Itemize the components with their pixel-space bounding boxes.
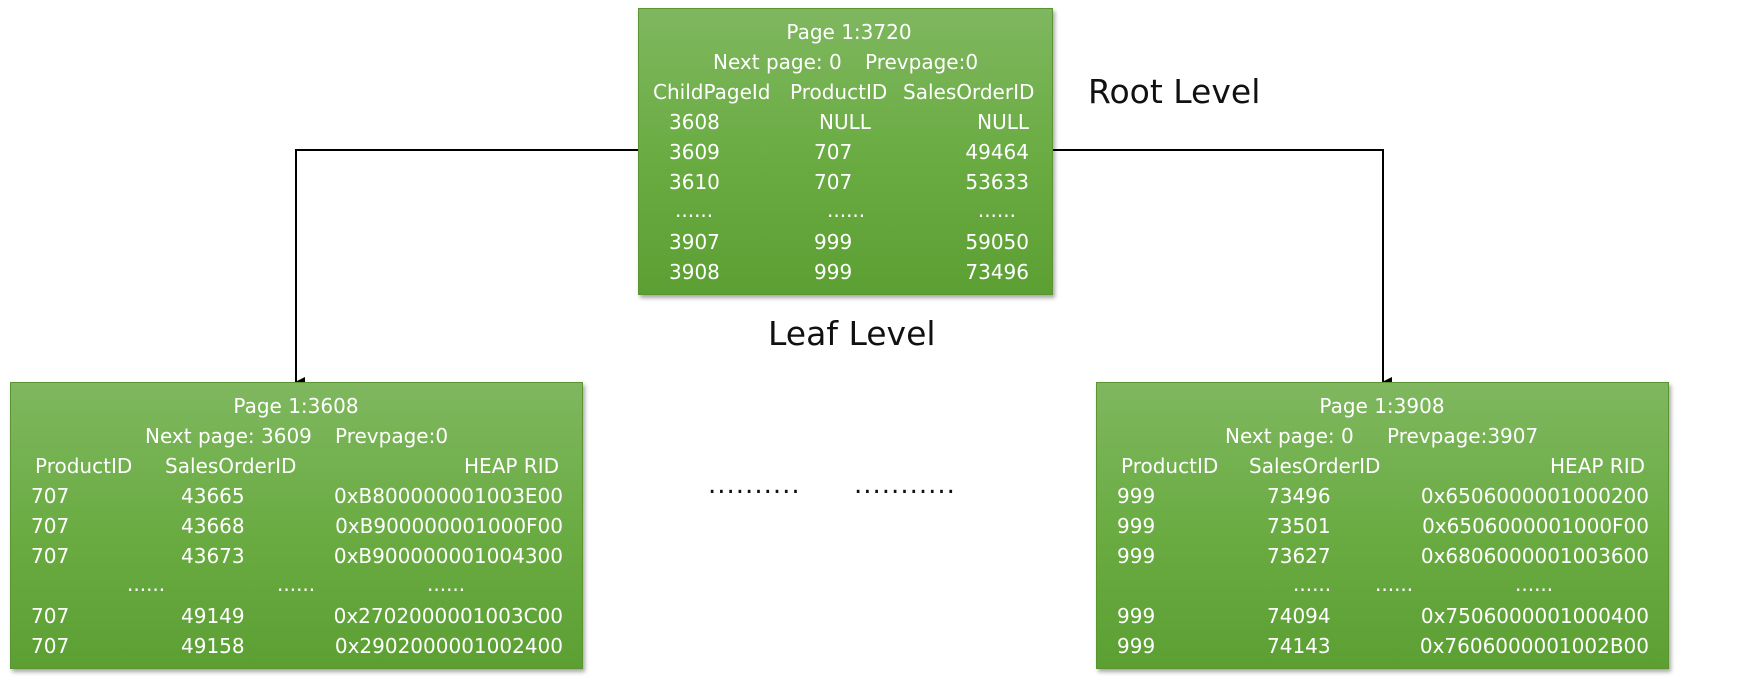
root-ellipsis: ...... bbox=[827, 198, 866, 222]
root-cell: 3907 bbox=[669, 230, 720, 254]
leaf-right-page-title: Page 1:3908 bbox=[1319, 394, 1445, 418]
leaf-left-page-title: Page 1:3608 bbox=[233, 394, 359, 418]
leaf-right-cell: 73627 bbox=[1267, 544, 1331, 568]
leaf-left-prev-page: Prevpage:0 bbox=[335, 424, 449, 448]
root-ellipsis: ...... bbox=[675, 198, 714, 222]
leaf-left-cell: 707 bbox=[31, 604, 70, 628]
root-cell: 59050 bbox=[965, 230, 1029, 254]
leaf-left-cell: 707 bbox=[31, 514, 70, 538]
root-cell: 3908 bbox=[669, 260, 720, 284]
leaf-right-cell: 999 bbox=[1117, 514, 1156, 538]
leaf-left-cell: 0x2702000001003C00 bbox=[333, 604, 563, 628]
middle-ellipsis-1: .......... bbox=[708, 470, 801, 500]
root-cell: 707 bbox=[814, 140, 853, 164]
leaf-right-cell: 73496 bbox=[1267, 484, 1331, 508]
leaf-left-cell: 43668 bbox=[181, 514, 245, 538]
leaf-right-cell: 0x6506000001000200 bbox=[1420, 484, 1649, 508]
root-cell: NULL bbox=[977, 110, 1029, 134]
leaf-right-next-page: Next page: 0 bbox=[1225, 424, 1354, 448]
leaf-page-right-box: Page 1:3908 Next page: 0 Prevpage:3907 P… bbox=[1096, 382, 1669, 669]
root-cell: 707 bbox=[814, 170, 853, 194]
leaf-right-cell: 999 bbox=[1117, 544, 1156, 568]
leaf-left-cell: 0xB900000001000F00 bbox=[335, 514, 563, 538]
root-level-label: Root Level bbox=[1088, 72, 1261, 111]
leaf-left-header-productid: ProductID bbox=[35, 454, 133, 478]
leaf-left-next-page: Next page: 3609 bbox=[145, 424, 312, 448]
leaf-right-cell: 999 bbox=[1117, 484, 1156, 508]
root-cell: 53633 bbox=[965, 170, 1029, 194]
leaf-left-cell: 0xB900000001004300 bbox=[333, 544, 563, 568]
leaf-right-cell: 0x6806000001003600 bbox=[1420, 544, 1649, 568]
leaf-left-cell: 49158 bbox=[181, 634, 245, 658]
connector-root-to-right-leaf bbox=[1051, 149, 1392, 387]
leaf-right-cell: 74143 bbox=[1267, 634, 1331, 658]
connector-root-to-left-leaf bbox=[295, 149, 638, 387]
leaf-right-cell: 0x7606000001002B00 bbox=[1419, 634, 1649, 658]
root-cell: 3610 bbox=[669, 170, 720, 194]
root-cell: 49464 bbox=[965, 140, 1029, 164]
leaf-left-cell: 0xB800000001003E00 bbox=[333, 484, 563, 508]
leaf-left-cell: 707 bbox=[31, 634, 70, 658]
leaf-left-cell: 707 bbox=[31, 484, 70, 508]
leaf-left-header-heaprid: HEAP RID bbox=[464, 454, 559, 478]
leaf-left-cell: 49149 bbox=[181, 604, 245, 628]
root-cell: NULL bbox=[819, 110, 871, 134]
leaf-left-header-salesorderid: SalesOrderID bbox=[165, 454, 297, 478]
root-prev-page: Prevpage:0 bbox=[865, 50, 979, 74]
root-cell: 999 bbox=[814, 260, 853, 284]
leaf-left-ellipsis: ...... bbox=[427, 572, 466, 596]
leaf-left-cell: 43673 bbox=[181, 544, 245, 568]
root-next-page: Next page: 0 bbox=[713, 50, 842, 74]
leaf-right-header-heaprid: HEAP RID bbox=[1550, 454, 1645, 478]
leaf-left-cell: 0x2902000001002400 bbox=[334, 634, 563, 658]
leaf-right-prev-page: Prevpage:3907 bbox=[1387, 424, 1539, 448]
root-cell: 999 bbox=[814, 230, 853, 254]
root-header-productid: ProductID bbox=[790, 80, 888, 104]
leaf-right-cell: 999 bbox=[1117, 634, 1156, 658]
leaf-right-cell: 74094 bbox=[1267, 604, 1331, 628]
leaf-left-cell: 43665 bbox=[181, 484, 245, 508]
leaf-right-ellipsis: ...... bbox=[1293, 572, 1332, 596]
leaf-right-cell: 0x7506000001000400 bbox=[1420, 604, 1649, 628]
leaf-right-header-productid: ProductID bbox=[1121, 454, 1219, 478]
leaf-right-ellipsis: ...... bbox=[1375, 572, 1414, 596]
middle-ellipsis-2: ........... bbox=[854, 470, 956, 500]
leaf-left-ellipsis: ...... bbox=[127, 572, 166, 596]
leaf-right-ellipsis: ...... bbox=[1515, 572, 1554, 596]
leaf-level-label: Leaf Level bbox=[768, 314, 936, 353]
leaf-left-cell: 707 bbox=[31, 544, 70, 568]
root-ellipsis: ...... bbox=[977, 198, 1016, 222]
leaf-right-cell: 999 bbox=[1117, 604, 1156, 628]
leaf-page-left-box: Page 1:3608 Next page: 3609 Prevpage:0 P… bbox=[10, 382, 583, 669]
root-header-salesorderid: SalesOrderID bbox=[903, 80, 1035, 104]
leaf-left-ellipsis: ...... bbox=[277, 572, 316, 596]
root-cell: 73496 bbox=[965, 260, 1029, 284]
root-page-box: Page 1:3720 Next page: 0 Prevpage:0 Chil… bbox=[638, 8, 1053, 295]
root-cell: 3609 bbox=[669, 140, 720, 164]
root-header-childpageid: ChildPageId bbox=[653, 80, 771, 104]
root-cell: 3608 bbox=[669, 110, 720, 134]
root-page-title: Page 1:3720 bbox=[786, 20, 912, 44]
leaf-right-cell: 73501 bbox=[1267, 514, 1331, 538]
leaf-right-header-salesorderid: SalesOrderID bbox=[1249, 454, 1381, 478]
leaf-right-cell: 0x6506000001000F00 bbox=[1422, 514, 1649, 538]
